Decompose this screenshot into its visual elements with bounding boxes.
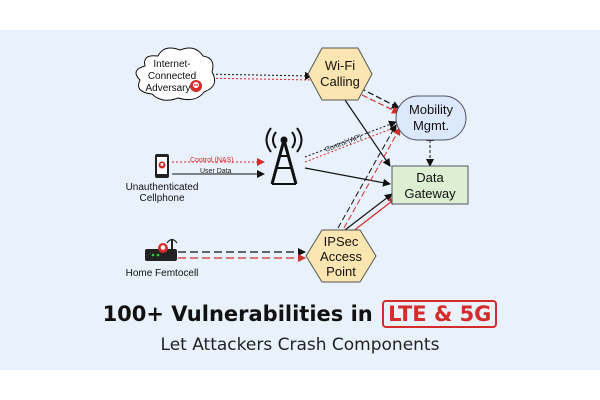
edge-tower-gateway [304, 167, 391, 187]
wifi-label-line2: Calling [320, 74, 360, 89]
edge-label-control-nas: Control (NAS) [190, 157, 234, 164]
edge-tower-mobility-black [304, 120, 397, 158]
femtocell-node: Home Femtocell [126, 238, 199, 279]
cell-tower-icon [265, 127, 303, 185]
ipsec-node: IPSec Access Point [305, 229, 377, 283]
ipsec-label-line3: Point [326, 264, 356, 279]
femtocell-label: Home Femtocell [126, 268, 199, 279]
wifi-hexagon [307, 47, 373, 101]
cellphone-label-line2: Cellphone [139, 193, 184, 204]
skull-icon [190, 80, 202, 92]
edge-label-user-data: User Data [200, 168, 232, 175]
ipsec-label-line1: IPSec [324, 234, 359, 249]
cellphone-label-line1: Unauthenticated [126, 182, 199, 193]
edge-adversary-wifi-red [199, 77, 313, 81]
edges [172, 71, 434, 262]
headline-prefix: 100+ Vulnerabilities in [102, 302, 381, 326]
mobility-label-line1: Mobility [409, 102, 454, 117]
mobility-node: Mobility Mgmt. [395, 95, 467, 141]
edge-wifi-gateway [344, 99, 391, 167]
subtitle: Let Attackers Crash Components [160, 335, 440, 355]
adversary-label-line1: Internet- [153, 59, 190, 70]
edge-tower-mobility-red [304, 126, 397, 163]
router-icon [145, 249, 177, 261]
wifi-calling-node: Wi-Fi Calling [307, 47, 373, 101]
edge-ipsec-gateway-red [351, 197, 397, 233]
headline-highlight: LTE & 5G [382, 300, 498, 328]
diagram-background [0, 30, 600, 370]
ipsec-label-line2: Access [320, 249, 362, 264]
mobility-label-line2: Mgmt. [413, 118, 449, 133]
gateway-shape [391, 165, 469, 205]
edge-wifi-mobility-black [359, 87, 400, 109]
edge-wifi-mobility-red [361, 94, 400, 114]
edge-ipsec-mobility-red [343, 127, 401, 229]
cellphone-node: Unauthenticated Cellphone [126, 154, 199, 204]
adversary-label-line2: Connected [148, 71, 196, 82]
mobility-shape [395, 95, 467, 141]
gateway-label-line2: Gateway [404, 186, 456, 201]
edge-ipsec-gateway-black [344, 193, 393, 231]
headline: 100+ Vulnerabilities in LTE & 5G [0, 300, 600, 328]
ipsec-hexagon [305, 229, 377, 283]
edge-ipsec-mobility-black [337, 124, 397, 229]
wifi-label-line1: Wi-Fi [325, 58, 355, 73]
adversary-node: Internet- Connected Adversary [135, 47, 216, 101]
gateway-label-line1: Data [416, 170, 444, 185]
gateway-node: Data Gateway [391, 165, 469, 205]
edge-adversary-wifi-black [199, 71, 313, 80]
adversary-label-line3: Adversary [145, 83, 190, 94]
edge-label-control-ap: Control (AP) [324, 134, 362, 154]
